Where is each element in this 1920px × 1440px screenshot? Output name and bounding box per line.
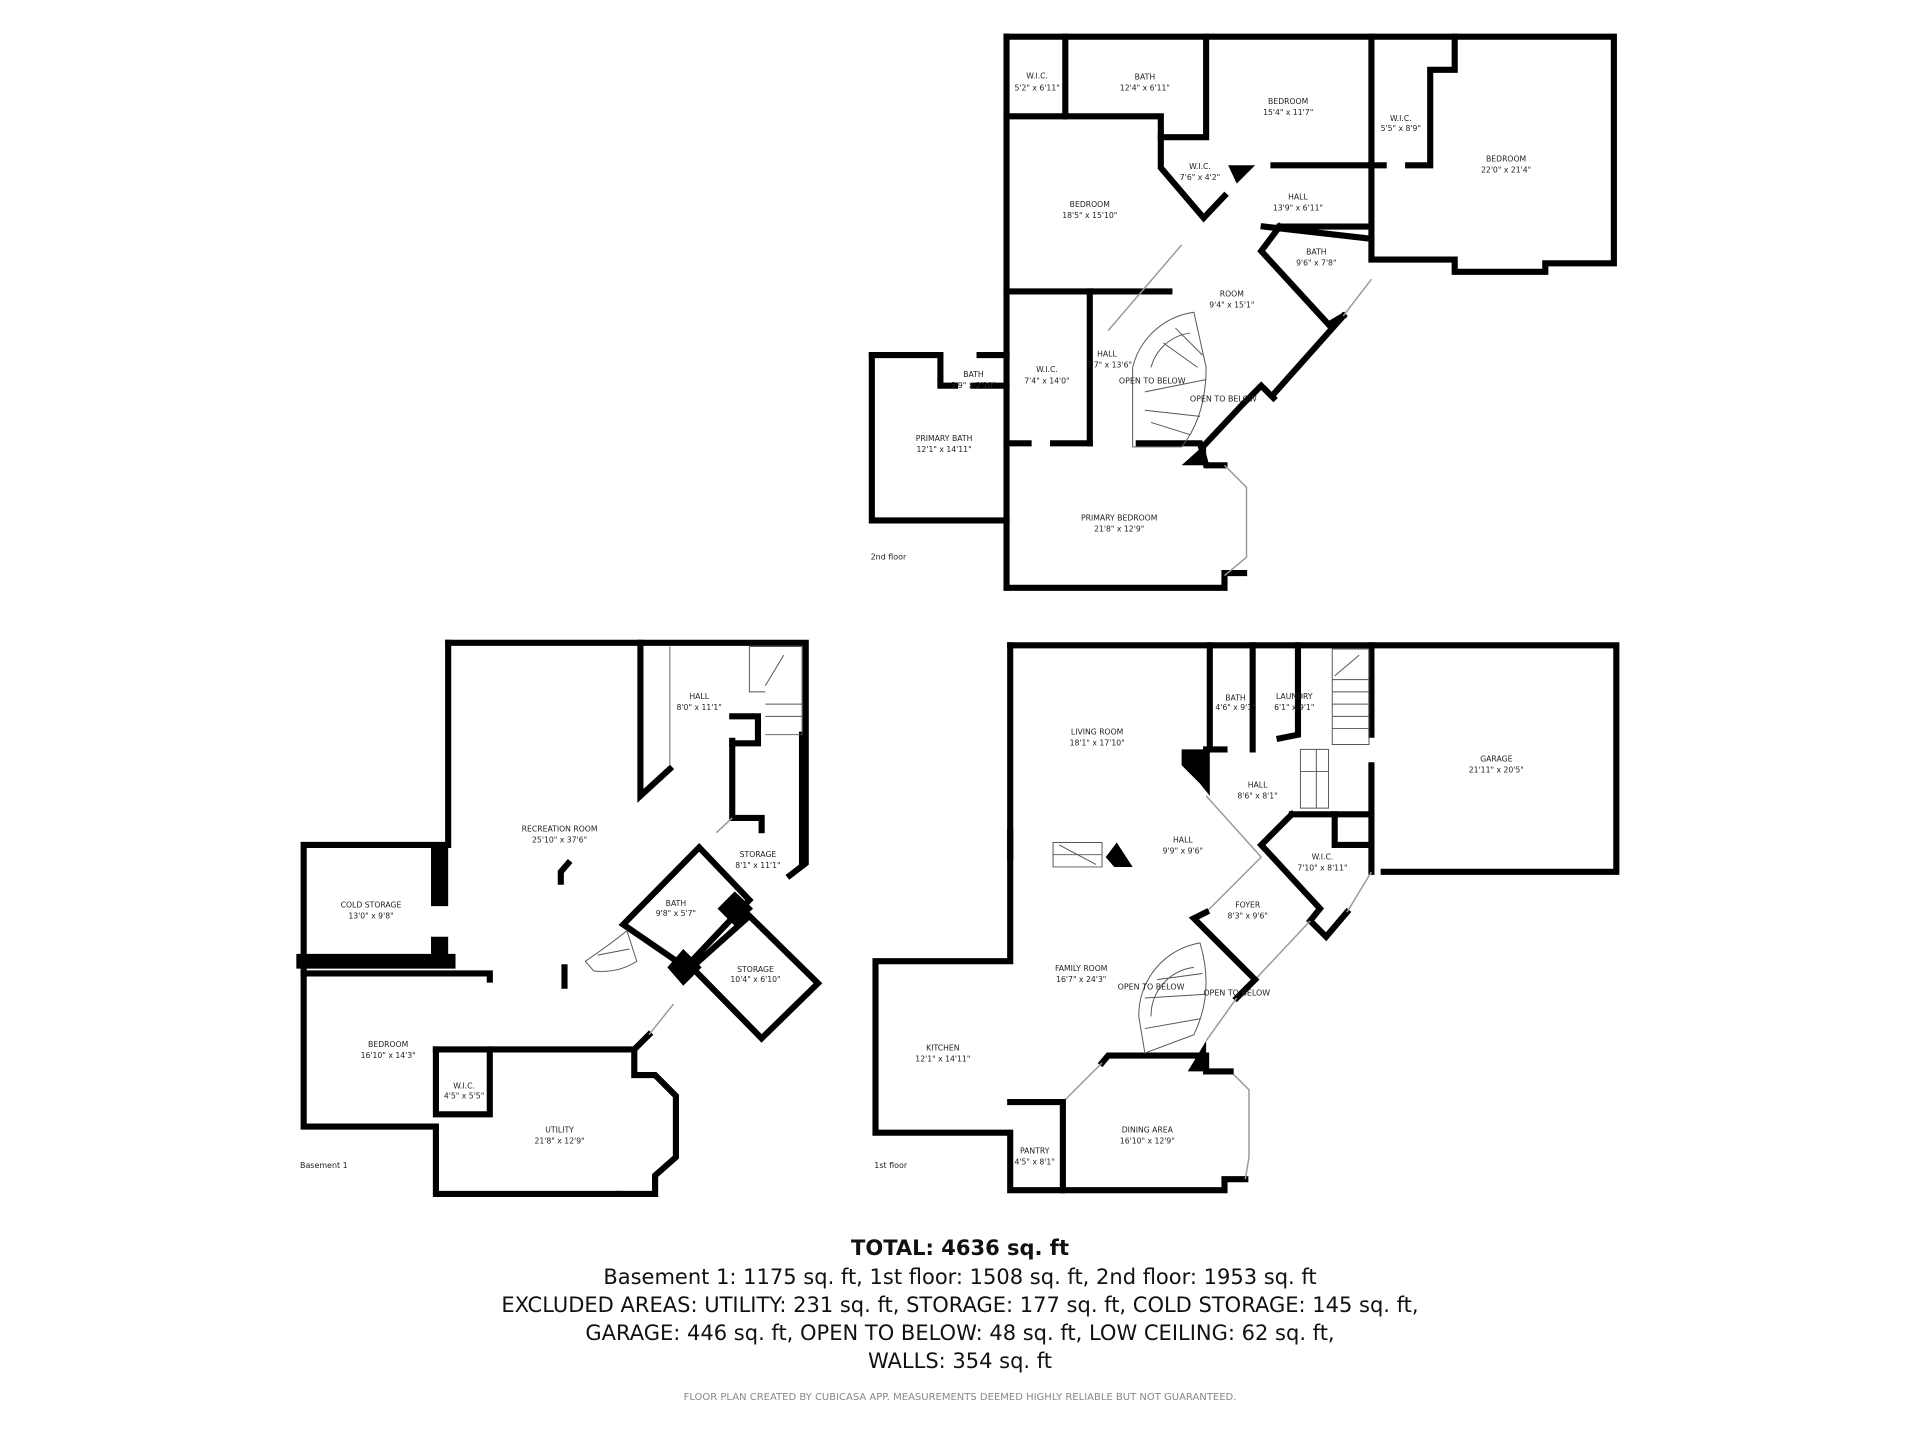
room-name: BEDROOM <box>1268 97 1308 106</box>
room-dims: 12'4" x 6'11" <box>1120 84 1170 93</box>
area-line: Basement 1: 1175 sq. ft, 1st floor: 1508… <box>603 1265 1317 1289</box>
room-dims: 4'6" x 9'1" <box>1215 703 1255 712</box>
room-name: HALL <box>1288 193 1308 202</box>
floor-label: 2nd floor <box>871 553 907 562</box>
basement-floor-plan: HALL 8'0" x 11'1" RECREATION ROOM 25'10"… <box>296 639 823 1197</box>
room-name: BEDROOM <box>368 1040 408 1049</box>
room-name: HALL <box>1173 835 1193 844</box>
first-floor-plan: BATH 4'6" x 9'1" LAUNDRY 6'1" x 9'1" LIV… <box>872 642 1620 1194</box>
room-name: FAMILY ROOM <box>1055 964 1107 973</box>
room-name: ROOM <box>1220 289 1244 298</box>
room-dims: 4'5" x 5'5" <box>444 1091 484 1100</box>
room-dims: 4'5" x 8'1" <box>1014 1157 1054 1166</box>
room-name: LIVING ROOM <box>1071 728 1123 737</box>
room-name: FOYER <box>1235 900 1261 909</box>
room-dims: 6'1" x 9'1" <box>1274 703 1314 712</box>
area-line: EXCLUDED AREAS: UTILITY: 231 sq. ft, STO… <box>501 1293 1419 1317</box>
room-dims: 22'0" x 21'4" <box>1481 166 1531 175</box>
room-name: W.I.C. <box>1026 71 1048 80</box>
room-dims: 9'4" x 15'1" <box>1209 300 1254 309</box>
room-name: KITCHEN <box>926 1044 959 1053</box>
second-floor-walls <box>868 33 1617 591</box>
room-name: BATH <box>666 899 687 908</box>
room-dims: 7'7" x 13'6" <box>1087 360 1132 369</box>
room-name: BATH <box>1306 248 1327 257</box>
room-dims: 5'2" x 6'11" <box>1014 84 1059 93</box>
floor-label: 1st floor <box>874 1161 908 1170</box>
open-to-below-label: OPEN TO BELOW <box>1118 982 1185 991</box>
open-to-below-label: OPEN TO BELOW <box>1119 376 1186 385</box>
area-line: WALLS: 354 sq. ft <box>867 1349 1053 1373</box>
second-floor-staircase <box>1132 311 1207 448</box>
room-name: HALL <box>1097 349 1117 358</box>
room-dims: 7'10" x 8'11" <box>1297 864 1347 873</box>
second-floor-labels: W.I.C. 5'2" x 6'11" BATH 12'4" x 6'11" B… <box>871 71 1532 561</box>
first-floor-walls <box>872 642 1620 1194</box>
room-name: W.I.C. <box>1036 365 1058 374</box>
room-dims: 9'6" x 7'8" <box>1296 259 1336 268</box>
room-name: COLD STORAGE <box>341 900 402 909</box>
room-name: DINING AREA <box>1122 1126 1174 1135</box>
room-dims: 13'0" x 9'8" <box>348 911 393 920</box>
room-dims: 13'9" x 6'11" <box>1273 204 1323 213</box>
basement-walls <box>296 639 823 1197</box>
room-name: W.I.C. <box>1312 853 1334 862</box>
second-floor-plan: W.I.C. 5'2" x 6'11" BATH 12'4" x 6'11" B… <box>868 33 1617 591</box>
room-name: RECREATION ROOM <box>522 824 598 833</box>
room-dims: 15'4" x 11'7" <box>1263 108 1313 117</box>
room-name: HALL <box>1248 780 1268 789</box>
room-dims: 16'10" x 12'9" <box>1120 1137 1175 1146</box>
basement-staircases <box>584 646 803 972</box>
room-name: UTILITY <box>545 1126 574 1135</box>
room-dims: 8'3" x 9'6" <box>1228 911 1268 920</box>
open-to-below-label: OPEN TO BELOW <box>1190 395 1257 404</box>
total-area: TOTAL: 4636 sq. ft <box>851 1236 1069 1260</box>
room-dims: 5'9" x 2'10" <box>951 381 996 390</box>
room-dims: 9'9" x 9'6" <box>1163 846 1203 855</box>
room-name: W.I.C. <box>453 1082 475 1091</box>
room-name: LAUNDRY <box>1276 692 1313 701</box>
room-name: W.I.C. <box>1189 162 1211 171</box>
area-line: GARAGE: 446 sq. ft, OPEN TO BELOW: 48 sq… <box>585 1321 1335 1345</box>
room-name: BEDROOM <box>1486 155 1526 164</box>
room-name: BATH <box>1135 73 1156 82</box>
room-dims: 8'6" x 8'1" <box>1237 791 1277 800</box>
room-name: BATH <box>963 370 984 379</box>
open-to-below-label: OPEN TO BELOW <box>1203 989 1270 998</box>
room-dims: 16'10" x 14'3" <box>361 1051 416 1060</box>
room-name: W.I.C. <box>1390 114 1412 123</box>
room-dims: 18'1" x 17'10" <box>1070 739 1125 748</box>
floor-label: Basement 1 <box>300 1161 348 1170</box>
room-dims: 21'11" x 20'5" <box>1469 766 1524 775</box>
first-floor-staircases <box>1052 648 1370 1054</box>
room-name: HALL <box>689 692 709 701</box>
room-dims: 8'1" x 11'1" <box>735 861 780 870</box>
room-name: GARAGE <box>1480 755 1512 764</box>
room-dims: 21'8" x 12'9" <box>1094 524 1144 533</box>
room-name: BATH <box>1225 693 1246 702</box>
area-breakdown: Basement 1: 1175 sq. ft, 1st floor: 1508… <box>0 1263 1920 1375</box>
credit-note: FLOOR PLAN CREATED BY CUBICASA APP. MEAS… <box>683 1392 1237 1403</box>
room-name: BEDROOM <box>1070 200 1110 209</box>
room-dims: 7'6" x 4'2" <box>1180 173 1220 182</box>
room-name: PRIMARY BEDROOM <box>1081 513 1157 522</box>
room-dims: 18'5" x 15'10" <box>1062 211 1117 220</box>
room-dims: 25'10" x 37'6" <box>532 835 587 844</box>
first-floor-labels: BATH 4'6" x 9'1" LAUNDRY 6'1" x 9'1" LIV… <box>874 692 1524 1170</box>
room-dims: 16'7" x 24'3" <box>1056 975 1106 984</box>
room-dims: 12'1" x 14'11" <box>915 1055 970 1064</box>
room-name: STORAGE <box>740 850 777 859</box>
room-dims: 8'0" x 11'1" <box>677 703 722 712</box>
room-dims: 9'8" x 5'7" <box>656 909 696 918</box>
room-name: STORAGE <box>737 965 774 974</box>
room-dims: 21'8" x 12'9" <box>534 1137 584 1146</box>
room-name: PRIMARY BATH <box>916 434 973 443</box>
basement-labels: HALL 8'0" x 11'1" RECREATION ROOM 25'10"… <box>300 692 781 1170</box>
room-dims: 10'4" x 6'10" <box>730 975 780 984</box>
room-name: PANTRY <box>1020 1146 1050 1155</box>
room-dims: 7'4" x 14'0" <box>1024 376 1069 385</box>
room-dims: 12'1" x 14'11" <box>917 445 972 454</box>
room-dims: 5'5" x 8'9" <box>1381 124 1421 133</box>
